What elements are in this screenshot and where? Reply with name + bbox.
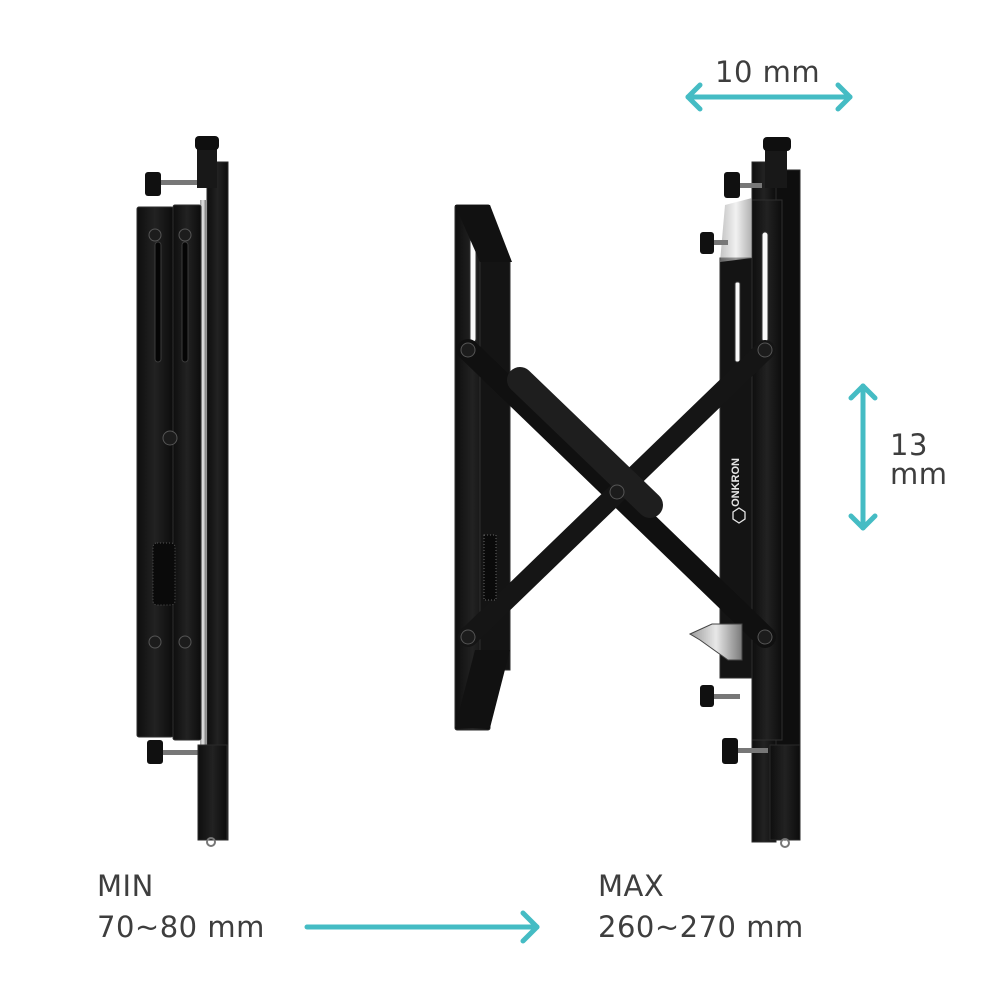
horizontal-adjust-label: 10 mm xyxy=(715,55,821,89)
svg-text:ONKRON: ONKRON xyxy=(730,458,742,507)
mount-extended: ONKRON xyxy=(454,137,801,848)
mount-collapsed xyxy=(136,136,229,847)
vertical-double-arrow-icon xyxy=(848,383,878,531)
min-depth-value: 70~80 mm xyxy=(97,910,265,944)
max-depth-title: MAX xyxy=(598,869,665,903)
onkron-logo: ONKRON xyxy=(730,458,746,524)
min-depth-title: MIN xyxy=(97,869,154,903)
vertical-adjust-value: 13 xyxy=(890,428,928,462)
right-arrow-icon xyxy=(304,910,540,944)
vertical-adjust-unit: mm xyxy=(890,457,948,491)
bolt-icon xyxy=(460,342,773,645)
bolt-icon xyxy=(148,228,192,649)
max-depth-value: 260~270 mm xyxy=(598,910,804,944)
horizontal-double-arrow-icon xyxy=(685,82,853,112)
